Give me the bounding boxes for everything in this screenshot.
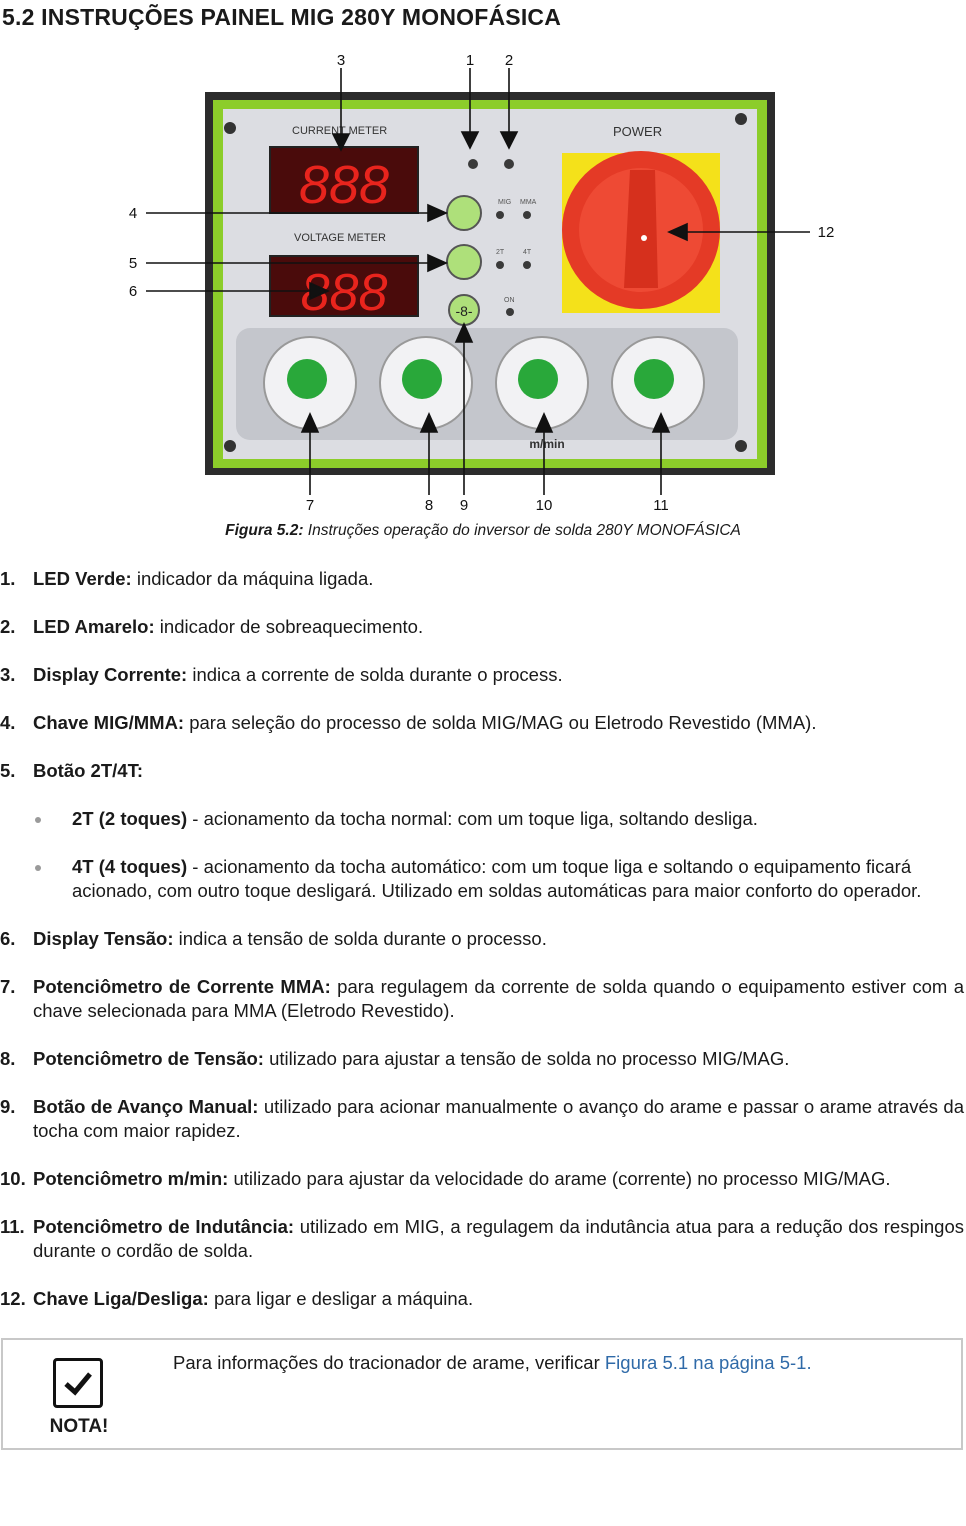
list-item: 7.Potenciômetro de Corrente MMA: para re… <box>0 976 965 1021</box>
led-on <box>506 308 514 316</box>
2t-label: 2T <box>496 249 505 256</box>
list-item: 8.Potenciômetro de Tensão: utilizado par… <box>0 1048 790 1069</box>
note-label: NOTA! <box>49 1416 109 1437</box>
caption-text: Instruções operação do inversor de solda… <box>303 522 741 539</box>
mma-label: MMA <box>520 199 537 206</box>
list-item: 3.Display Corrente: indica a corrente de… <box>0 664 563 685</box>
list-item: 6.Display Tensão: indica a tensão de sol… <box>0 928 547 949</box>
voltage-meter-label: VOLTAGE METER <box>294 232 386 244</box>
led-green <box>468 159 478 169</box>
arrow-icon <box>427 203 448 223</box>
led-mig <box>496 211 504 219</box>
list-item: 12.Chave Liga/Desliga: para ligar e desl… <box>0 1288 474 1309</box>
arrow-icon <box>499 131 519 150</box>
callout-2: 2 <box>505 52 513 69</box>
screw-icon <box>735 440 747 452</box>
list-item: 5.Botão 2T/4T: <box>0 760 143 781</box>
figure-link[interactable]: Figura 5.1 na página 5-1. <box>604 1352 812 1373</box>
on-label: ON <box>504 297 515 304</box>
list-item: 10.Potenciômetro m/min: utilizado para a… <box>0 1168 891 1189</box>
screw-icon <box>224 440 236 452</box>
note-text: Para informações do tracionador de arame… <box>173 1352 812 1373</box>
knob-strip <box>236 328 738 440</box>
callout-10: 10 <box>536 497 553 514</box>
knob-voltage <box>379 336 473 430</box>
2t-4t-button <box>446 244 482 280</box>
callout-12: 12 <box>818 224 835 241</box>
led-2t <box>496 261 504 269</box>
callout-7: 7 <box>306 497 314 514</box>
list-item: 1.LED Verde: indicador da máquina ligada… <box>0 568 374 589</box>
screw-icon <box>224 122 236 134</box>
arrow-icon <box>427 253 448 273</box>
panel-figure: CURRENT METER VOLTAGE METER POWER 888 88… <box>129 52 835 514</box>
current-meter-label: CURRENT METER <box>292 125 387 137</box>
list-item: 4.Chave MIG/MMA: para seleção do process… <box>0 712 817 733</box>
note-box: NOTA! Para informações do tracionador de… <box>1 1338 963 1450</box>
power-label: POWER <box>613 124 662 139</box>
arrow-icon <box>534 412 554 433</box>
checkbox-icon <box>53 1358 103 1408</box>
bullet-item: 4T (4 toques) - acionamento da tocha aut… <box>0 855 964 903</box>
callout-4: 4 <box>129 205 137 222</box>
mig-label: MIG <box>498 199 511 206</box>
mig-mma-button <box>446 195 482 231</box>
list-item: 11.Potenciômetro de Indutância: utilizad… <box>0 1216 964 1261</box>
arrow-icon <box>460 131 480 150</box>
voltage-display <box>269 255 419 317</box>
screw-icon <box>735 113 747 125</box>
callout-6: 6 <box>129 283 137 300</box>
callout-5: 5 <box>129 255 137 272</box>
arrow-icon <box>651 412 671 433</box>
current-display-digits: 888 <box>299 155 389 215</box>
power-switch-center <box>641 235 647 241</box>
knob-wire-speed <box>495 336 589 430</box>
callout-1: 1 <box>466 52 474 69</box>
power-switch-handle <box>624 170 658 288</box>
caption-label: Figura 5.2: <box>225 522 304 539</box>
arrow-icon <box>300 412 320 433</box>
callout-9: 9 <box>460 497 468 514</box>
knob-label-m-min: m/min <box>529 437 564 451</box>
arrow-icon <box>331 133 351 152</box>
arrow-icon <box>454 322 474 343</box>
led-yellow <box>504 159 514 169</box>
4t-label: 4T <box>523 249 532 256</box>
wire-feed-icon: -8- <box>455 303 472 319</box>
led-mma <box>523 211 531 219</box>
knob-inductance <box>611 336 705 430</box>
list-item: 2.LED Amarelo: indicador de sobreaquecim… <box>0 616 424 637</box>
arrow-icon <box>419 412 439 433</box>
callout-3: 3 <box>337 52 345 69</box>
figure-caption: Figura 5.2: Instruções operação do inver… <box>0 522 966 540</box>
led-4t <box>523 261 531 269</box>
arrow-icon <box>667 222 688 242</box>
callout-11: 11 <box>653 497 669 514</box>
page-title: 5.2 INSTRUÇÕES PAINEL MIG 280Y MONOFÁSIC… <box>2 4 562 30</box>
arrow-icon <box>309 281 330 301</box>
list-item: 9.Botão de Avanço Manual: utilizado para… <box>0 1096 964 1141</box>
callout-8: 8 <box>425 497 433 514</box>
bullet-item: 2T (2 toques) - acionamento da tocha nor… <box>0 807 964 831</box>
